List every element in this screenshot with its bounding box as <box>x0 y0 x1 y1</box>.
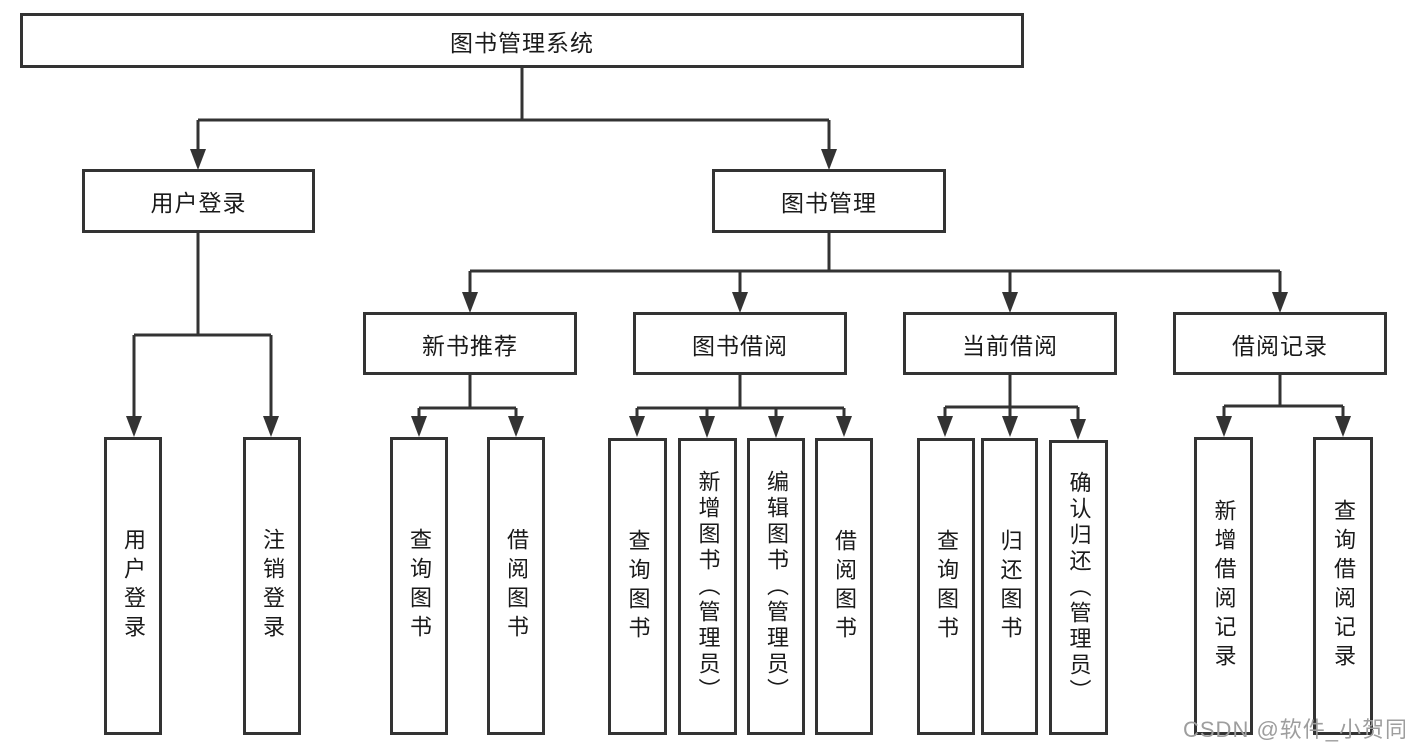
node-leaf-bb-query-books-label: 查询图书 <box>625 528 651 645</box>
node-leaf-bb-edit-books-admin-label: 编辑图书（管理员） <box>764 469 789 704</box>
node-leaf-bb-borrow-books-label: 借阅图书 <box>832 528 857 645</box>
node-leaf-bb-add-books-admin: 新增图书（管理员） <box>678 438 737 735</box>
node-leaf-br-query-record-label: 查询借阅记录 <box>1331 499 1356 673</box>
node-leaf-cb-return-books-label: 归还图书 <box>997 528 1023 645</box>
node-leaf-logout-label: 注销登录 <box>260 528 285 644</box>
node-new-book-recommend-label: 新书推荐 <box>422 332 518 359</box>
node-leaf-nbr-borrow-books-label: 借阅图书 <box>504 528 529 644</box>
node-leaf-br-query-record: 查询借阅记录 <box>1313 437 1373 735</box>
node-user-login: 用户登录 <box>82 169 315 233</box>
node-leaf-nbr-query-books-label: 查询图书 <box>407 528 432 644</box>
node-leaf-bb-add-books-admin-label: 新增图书（管理员） <box>695 469 721 704</box>
node-leaf-cb-confirm-return-admin-label: 确认归还（管理员） <box>1066 470 1092 705</box>
node-leaf-nbr-query-books: 查询图书 <box>390 437 448 735</box>
node-leaf-cb-query-books: 查询图书 <box>917 438 975 735</box>
node-leaf-user-login-label: 用户登录 <box>121 528 146 644</box>
node-leaf-user-login: 用户登录 <box>104 437 162 735</box>
node-leaf-bb-borrow-books: 借阅图书 <box>815 438 873 735</box>
node-leaf-br-add-record-label: 新增借阅记录 <box>1211 499 1237 673</box>
node-leaf-bb-query-books: 查询图书 <box>608 438 667 735</box>
node-leaf-bb-edit-books-admin: 编辑图书（管理员） <box>747 438 805 735</box>
node-book-management-label: 图书管理 <box>781 190 877 216</box>
node-root-label: 图书管理系统 <box>450 29 594 56</box>
node-leaf-nbr-borrow-books: 借阅图书 <box>487 437 545 735</box>
node-leaf-cb-confirm-return-admin: 确认归还（管理员） <box>1049 440 1108 735</box>
node-borrowing-records-label: 借阅记录 <box>1232 332 1328 359</box>
node-book-borrowing: 图书借阅 <box>633 312 847 375</box>
node-book-management: 图书管理 <box>712 169 946 233</box>
node-user-login-label: 用户登录 <box>150 190 247 216</box>
watermark: CSDN @软件_小贺同学 <box>1183 717 1405 742</box>
node-book-borrowing-label: 图书借阅 <box>692 332 788 359</box>
node-current-borrowing-label: 当前借阅 <box>962 332 1058 359</box>
node-leaf-logout: 注销登录 <box>243 437 301 735</box>
node-root: 图书管理系统 <box>20 13 1024 68</box>
node-borrowing-records: 借阅记录 <box>1173 312 1387 375</box>
node-leaf-cb-return-books: 归还图书 <box>981 438 1038 735</box>
node-leaf-br-add-record: 新增借阅记录 <box>1194 437 1253 735</box>
node-leaf-cb-query-books-label: 查询图书 <box>934 528 959 645</box>
node-new-book-recommend: 新书推荐 <box>363 312 577 375</box>
node-current-borrowing: 当前借阅 <box>903 312 1117 375</box>
